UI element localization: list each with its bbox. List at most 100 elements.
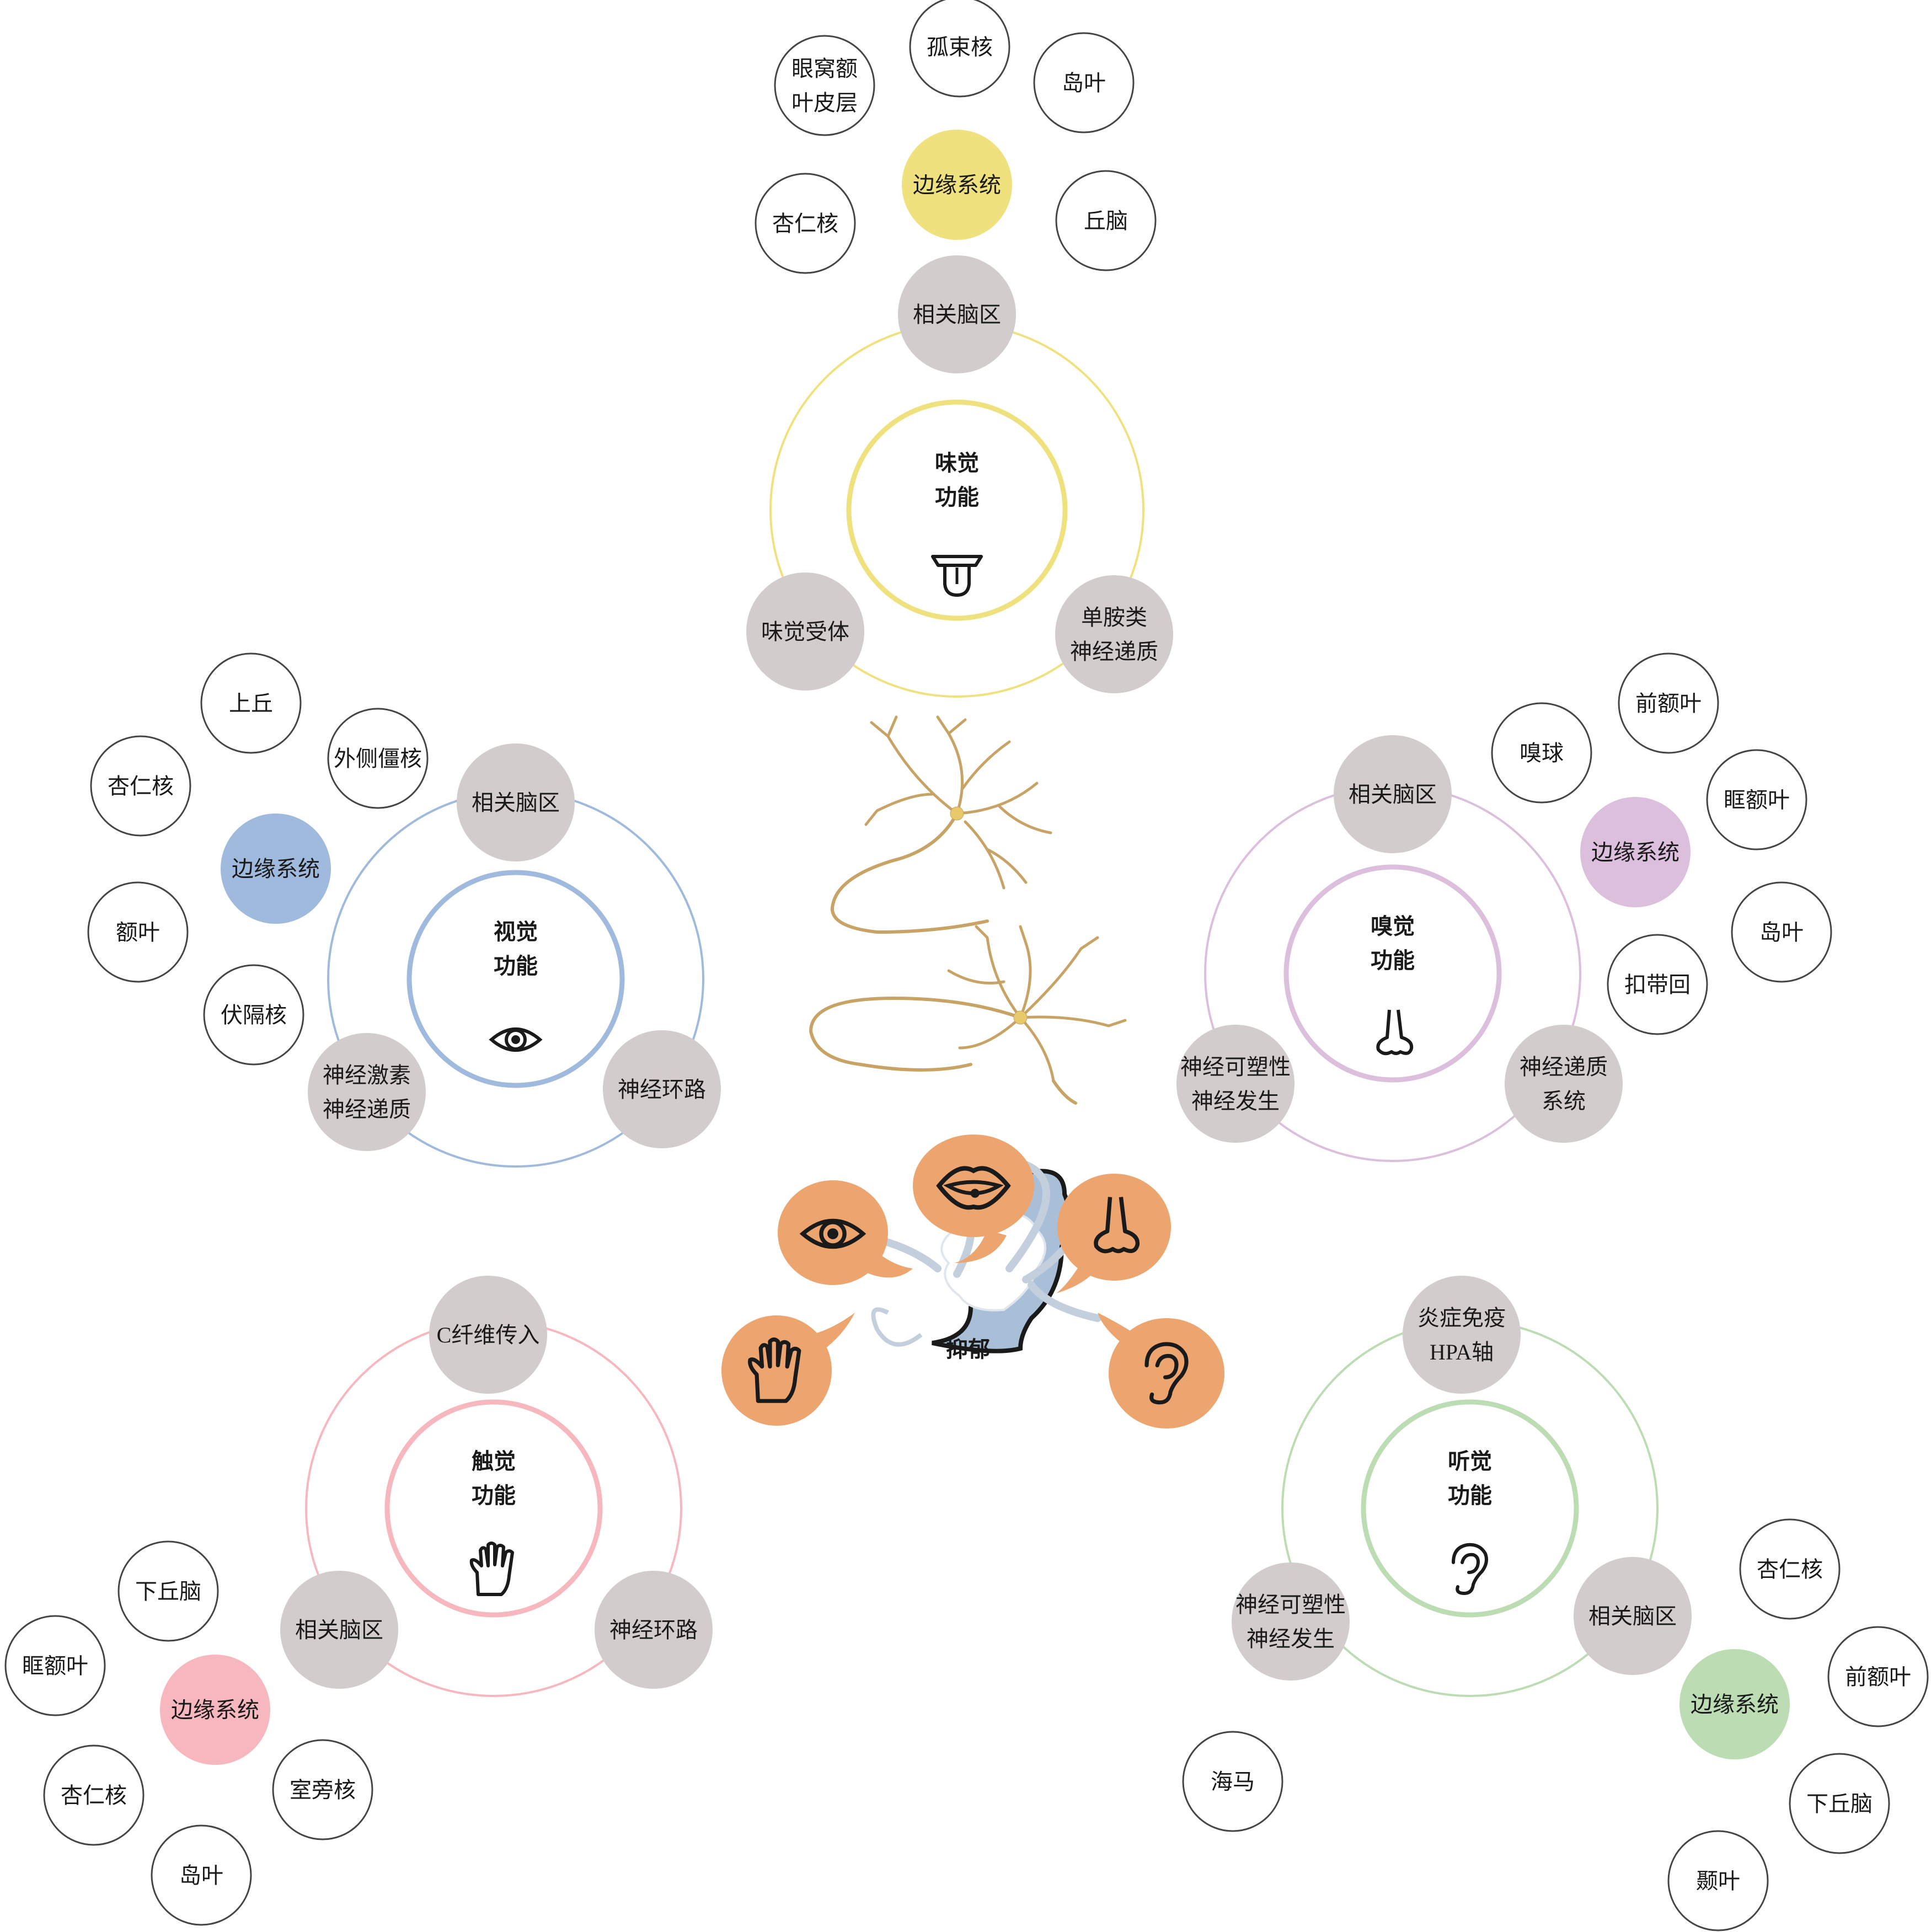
vision-region-label: 杏仁核 xyxy=(108,774,174,799)
vision-mechanism-label-line-2: 神经递质 xyxy=(323,1097,411,1122)
touch-region-label: 杏仁核 xyxy=(61,1783,127,1808)
neuron-lower xyxy=(809,925,1127,1105)
hearing-module: 听觉功能相关脑区炎症免疫HPA轴神经可塑性神经发生边缘系统杏仁核前额叶海马下丘脑… xyxy=(1182,1276,1929,1931)
vision-region-node: 杏仁核 xyxy=(90,735,191,837)
vision-region-label: 额叶 xyxy=(116,920,160,945)
sense-bubble-hand xyxy=(721,1313,855,1426)
smell-brain-area-node: 相关脑区 xyxy=(1334,735,1452,853)
touch-brain-area-node: 相关脑区 xyxy=(280,1571,398,1689)
smell-mechanism-label-line-2: 系统 xyxy=(1542,1089,1586,1114)
hearing-mechanism-label-line-2: 神经发生 xyxy=(1247,1626,1335,1651)
touch-region-label: 下丘脑 xyxy=(135,1579,201,1604)
touch-limbic-node: 边缘系统 xyxy=(160,1655,270,1765)
hearing-region-label: 下丘脑 xyxy=(1806,1791,1873,1816)
smell-region-node: 扣带回 xyxy=(1607,934,1708,1035)
smell-region-node: 眶额叶 xyxy=(1706,749,1807,850)
touch-region-label: 室旁核 xyxy=(290,1778,356,1802)
vision-brain-area-node: 相关脑区 xyxy=(457,743,575,861)
vision-limbic-label: 边缘系统 xyxy=(232,857,320,881)
sense-bubble-eye xyxy=(778,1180,913,1285)
hearing-region-node: 杏仁核 xyxy=(1739,1518,1841,1620)
taste-mechanism-label-line-1: 单胺类 xyxy=(1081,605,1147,630)
hearing-region-node: 下丘脑 xyxy=(1789,1753,1890,1854)
smell-region-label: 扣带回 xyxy=(1624,972,1691,997)
smell-limbic-node: 边缘系统 xyxy=(1580,797,1691,907)
smell-region-label: 眶额叶 xyxy=(1724,788,1790,812)
taste-title-line-1: 味觉 xyxy=(935,451,979,475)
vision-region-node: 伏隔核 xyxy=(203,964,304,1066)
taste-region-label: 孤束核 xyxy=(927,35,993,60)
hearing-region-node: 颞叶 xyxy=(1667,1830,1769,1931)
hearing-region-node: 前额叶 xyxy=(1827,1626,1929,1727)
touch-region-label: 岛叶 xyxy=(179,1863,223,1888)
vision-region-label: 上丘 xyxy=(229,691,273,716)
touch-region-node: 杏仁核 xyxy=(43,1744,145,1846)
hearing-limbic-node: 边缘系统 xyxy=(1679,1649,1790,1759)
vision-region-node: 上丘 xyxy=(200,652,302,754)
hearing-brain-area-node: 相关脑区 xyxy=(1574,1557,1692,1675)
hearing-mechanism-label-line-1: 神经可塑性 xyxy=(1235,1592,1346,1617)
hearing-inner-ring xyxy=(1361,1399,1579,1618)
hearing-region-label: 颞叶 xyxy=(1696,1869,1740,1893)
hearing-limbic-label: 边缘系统 xyxy=(1691,1692,1779,1717)
touch-inner-ring xyxy=(384,1399,603,1618)
neuron-illustration xyxy=(809,715,1127,1105)
hearing-brain-area-label: 相关脑区 xyxy=(1588,1604,1677,1629)
smell-region-label: 前额叶 xyxy=(1635,691,1702,716)
smell-limbic-label: 边缘系统 xyxy=(1591,840,1679,865)
touch-region-node: 眶额叶 xyxy=(4,1615,106,1716)
taste-limbic-label: 边缘系统 xyxy=(913,173,1001,197)
smell-mechanism-label-line-1: 神经递质 xyxy=(1520,1055,1608,1079)
smell-brain-area-label: 相关脑区 xyxy=(1349,782,1437,807)
sense-bubble-mouth xyxy=(913,1134,1034,1263)
vision-brain-area-label: 相关脑区 xyxy=(472,790,560,815)
touch-mechanism-label: 神经环路 xyxy=(609,1618,698,1642)
hearing-region-node: 海马 xyxy=(1182,1731,1283,1832)
smell-region-label: 嗅球 xyxy=(1520,741,1564,766)
taste-region-label-line-2: 叶皮层 xyxy=(791,90,858,115)
center-label: 抑郁 xyxy=(946,1337,990,1362)
hearing-region-label: 海马 xyxy=(1211,1769,1255,1794)
neuron-upper xyxy=(831,715,1052,934)
vision-region-node: 额叶 xyxy=(87,881,189,983)
hearing-region-label: 前额叶 xyxy=(1845,1665,1911,1689)
smell-region-node: 岛叶 xyxy=(1731,881,1832,983)
sense-bubble-nose xyxy=(1056,1174,1171,1293)
vision-mechanism-node: 神经环路 xyxy=(603,1030,721,1148)
taste-region-node: 岛叶 xyxy=(1033,32,1135,133)
smell-region-node: 嗅球 xyxy=(1491,702,1592,804)
hearing-title-line-1: 听觉 xyxy=(1448,1449,1492,1474)
smell-region-node: 前额叶 xyxy=(1618,652,1719,754)
touch-title-line-1: 触觉 xyxy=(472,1449,516,1474)
vision-title-line-1: 视觉 xyxy=(494,919,538,944)
vision-region-label: 伏隔核 xyxy=(221,1003,287,1027)
taste-title-line-2: 功能 xyxy=(935,485,979,510)
taste-region-node: 杏仁核 xyxy=(755,173,856,274)
tendril-left xyxy=(871,1307,923,1347)
smell-inner-ring xyxy=(1283,864,1502,1083)
smell-title-line-2: 功能 xyxy=(1371,948,1415,973)
smell-mechanism-label-line-1: 神经可塑性 xyxy=(1180,1055,1291,1079)
touch-region-node: 岛叶 xyxy=(151,1824,252,1926)
touch-region-node: 室旁核 xyxy=(272,1739,373,1840)
sense-bubble-ear xyxy=(1098,1313,1224,1428)
taste-region-label: 丘脑 xyxy=(1084,208,1128,233)
smell-mechanism-label-line-2: 神经发生 xyxy=(1191,1089,1280,1114)
smell-region-label: 岛叶 xyxy=(1759,920,1804,945)
hearing-mechanism-label-line-2: HPA轴 xyxy=(1430,1340,1494,1364)
taste-region-node: 孤束核 xyxy=(909,0,1010,98)
taste-mechanism-label-line-2: 神经递质 xyxy=(1070,639,1158,664)
hearing-title-line-2: 功能 xyxy=(1448,1483,1492,1508)
touch-mechanism-node: 神经环路 xyxy=(595,1571,713,1689)
touch-mechanism-label: C纤维传入 xyxy=(437,1323,540,1347)
touch-region-label: 眶额叶 xyxy=(22,1653,88,1678)
touch-region-node: 下丘脑 xyxy=(117,1540,219,1642)
